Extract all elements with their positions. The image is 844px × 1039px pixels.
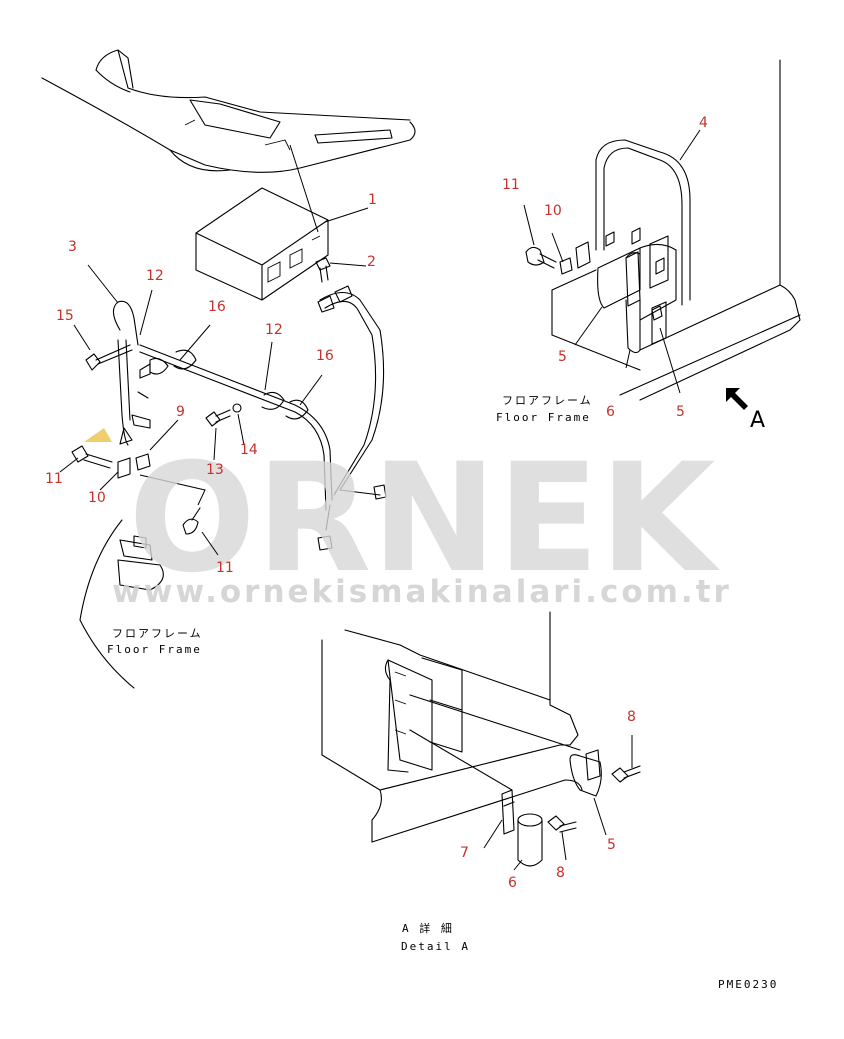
callout-10-left: 10 (88, 490, 106, 506)
wire-harness-right (317, 285, 387, 551)
watermark-brand: ORNEK (128, 432, 720, 606)
cylinder-6-detail (517, 813, 543, 867)
bolt-13-washer-14 (205, 403, 242, 427)
detail-caption-en: Detail A (401, 940, 470, 953)
bolt-11-right (523, 204, 591, 275)
callout-5-right-b: 5 (676, 404, 685, 420)
callout-10-right: 10 (544, 203, 562, 219)
floor-frame-left (79, 519, 164, 689)
console-panel (41, 49, 416, 173)
floor-frame-right-jp: フロアフレーム (502, 394, 593, 407)
bolt-8-upper (611, 765, 641, 783)
callout-16-a: 16 (208, 299, 226, 315)
callout-7: 7 (460, 845, 469, 861)
detail-caption-jp: A 詳 細 (402, 921, 454, 935)
callout-11-right: 11 (502, 177, 520, 193)
floor-frame-left-en: Floor Frame (107, 643, 202, 656)
wire-harness-left (112, 300, 333, 511)
relay-5-detail (569, 749, 602, 797)
drawing-code: PME0230 (718, 978, 778, 991)
callout-5-detail: 5 (607, 837, 616, 853)
view-arrow-a: A (726, 388, 765, 433)
leader-lines (59, 129, 701, 871)
callout-13: 13 (206, 462, 224, 478)
floor-frame-left-jp: フロアフレーム (112, 627, 203, 640)
mount-bracket-4 (551, 59, 801, 401)
callout-6-detail: 6 (508, 875, 517, 891)
view-label: A (750, 408, 765, 433)
callout-14: 14 (240, 442, 258, 458)
callout-12-b: 12 (265, 322, 283, 338)
captions: フロアフレーム Floor Frame フロアフレーム Floor Frame … (107, 394, 778, 991)
callout-15: 15 (56, 308, 74, 324)
bolt-2 (315, 257, 331, 283)
callout-8-upper: 8 (627, 709, 636, 725)
callout-12-a: 12 (146, 268, 164, 284)
callout-5-right-a: 5 (558, 349, 567, 365)
watermark-url: www.ornekismakinalari.com.tr (112, 574, 732, 610)
watermark-accent-icon (84, 428, 112, 442)
bolt-15 (85, 344, 133, 371)
callout-16-b: 16 (316, 348, 334, 364)
callout-9: 9 (176, 404, 185, 420)
callout-2: 2 (367, 254, 376, 270)
bolt-8-lower (547, 815, 577, 833)
watermark: ORNEK www.ornekismakinalari.com.tr (84, 428, 732, 610)
callout-11-left: 11 (45, 471, 63, 487)
callout-1: 1 (368, 192, 377, 208)
callout-6-right: 6 (606, 404, 615, 420)
callout-11-lower: 11 (216, 560, 234, 576)
floor-frame-right-en: Floor Frame (496, 411, 591, 424)
relay-assembly (597, 227, 677, 354)
controller-box (195, 144, 329, 301)
callout-4: 4 (699, 115, 708, 131)
bolt-11-lower (139, 474, 206, 535)
callout-8-lower: 8 (556, 865, 565, 881)
callouts: 1 2 3 4 5 5 5 6 6 7 8 8 9 10 10 11 11 11… (45, 115, 708, 891)
clip-7 (501, 789, 515, 835)
callout-3: 3 (68, 239, 77, 255)
detail-a-frame (321, 611, 583, 843)
